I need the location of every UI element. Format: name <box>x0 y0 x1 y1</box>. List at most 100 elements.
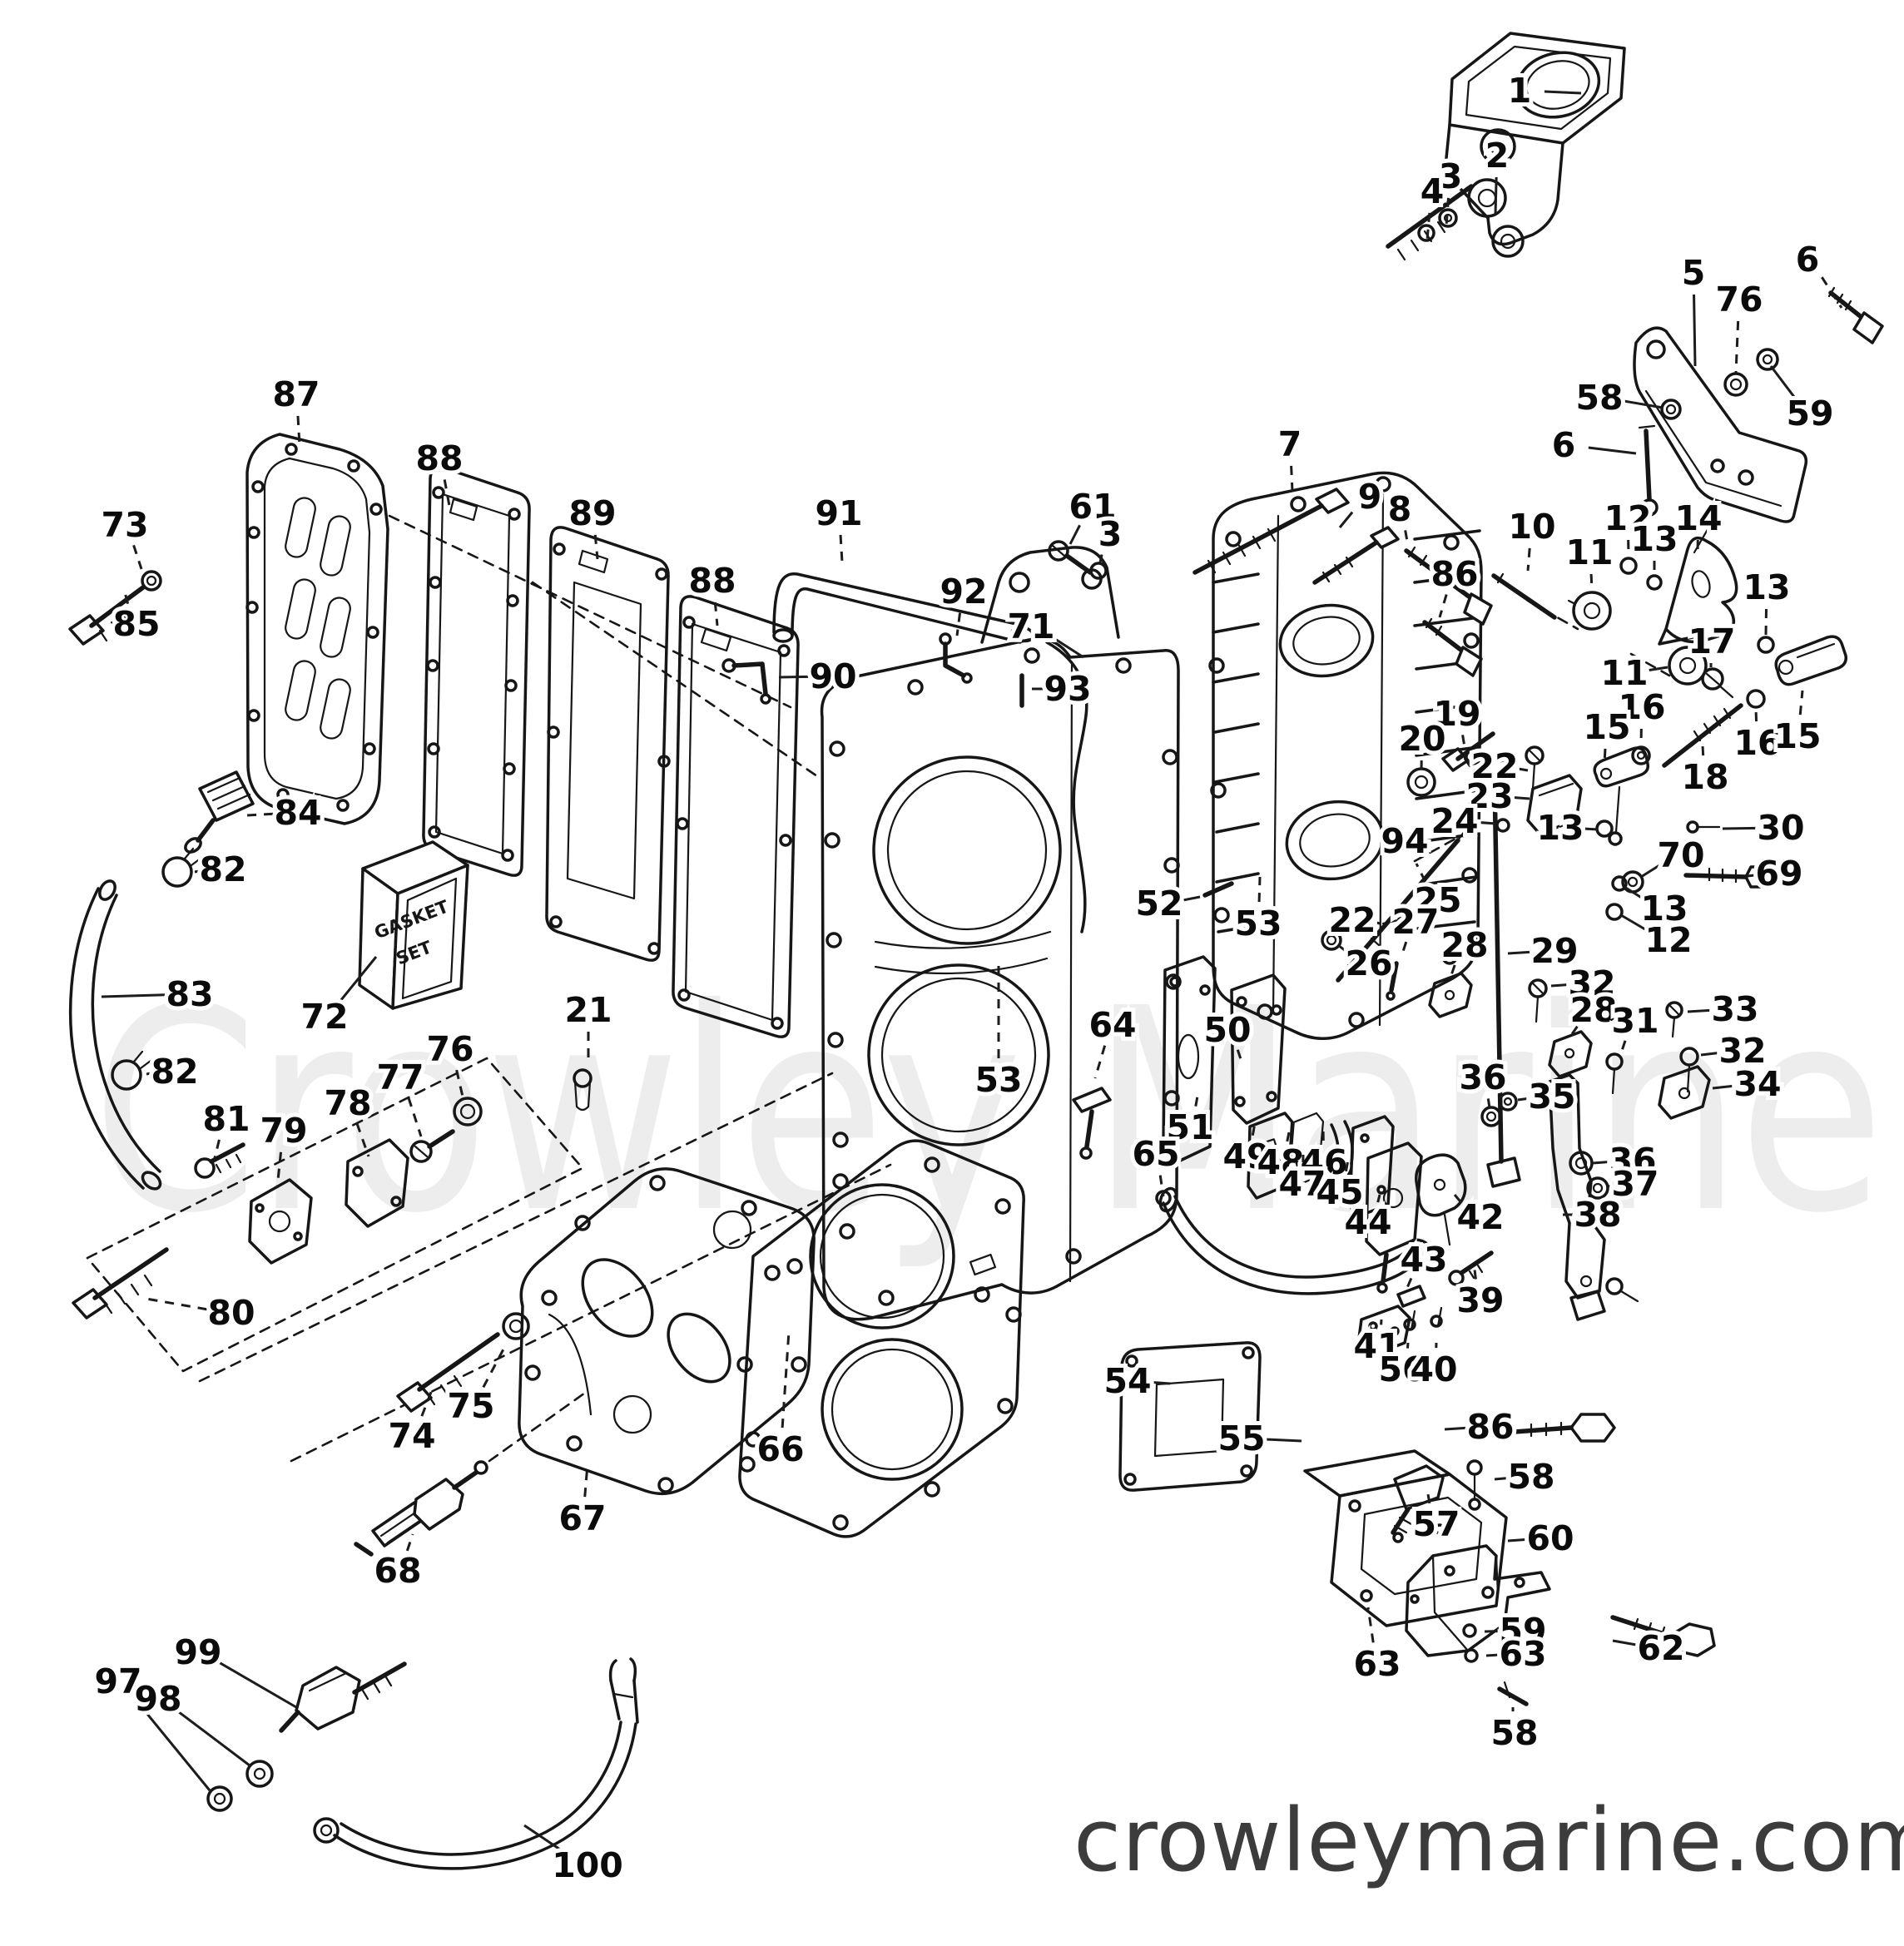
leader-line-74 <box>420 1387 434 1417</box>
part-label-44: 44 <box>1344 1202 1391 1242</box>
leader-line-59 <box>1769 365 1796 398</box>
leader-line-19 <box>1461 735 1466 748</box>
part-bypass-cover-87 <box>245 433 389 825</box>
part-plate-89 <box>545 526 671 962</box>
part-label-7: 7 <box>1278 424 1302 464</box>
part-clamp-82-lower <box>111 1050 152 1091</box>
part-gasket-78 <box>345 1138 409 1228</box>
part-label-46: 46 <box>1300 1142 1347 1182</box>
part-label-3: 3 <box>1098 514 1123 554</box>
leader-line-63 <box>1366 1607 1375 1643</box>
part-screw-32-third <box>1605 1277 1639 1303</box>
part-clamp-28-upper <box>1428 972 1473 1018</box>
leader-line-83 <box>101 993 166 998</box>
part-label-72: 72 <box>300 997 348 1037</box>
leader-line-54 <box>1152 1381 1171 1385</box>
leader-line-3 <box>1098 554 1103 563</box>
part-bushing-20 <box>1406 767 1436 797</box>
part-label-83: 83 <box>166 974 213 1014</box>
leader-line-58 <box>1624 399 1664 409</box>
part-label-51: 51 <box>1166 1107 1213 1147</box>
part-bolt-8 <box>1404 546 1493 626</box>
part-bolt-62 <box>1610 1615 1716 1657</box>
part-label-4: 4 <box>1421 171 1445 211</box>
part-fitting-92 <box>939 632 973 684</box>
part-ball-13-low <box>1611 875 1628 892</box>
part-ball-13-mid <box>1595 819 1614 838</box>
leader-line-98 <box>177 1711 250 1767</box>
leader-line-72 <box>340 956 378 1002</box>
part-gasket-set-box-72 <box>358 840 469 1010</box>
leader-line-57 <box>1426 1493 1431 1504</box>
part-label-15: 15 <box>1583 707 1630 747</box>
part-label-31: 31 <box>1611 1001 1659 1041</box>
part-reed-block-55 <box>1303 1449 1508 1627</box>
leader-line-91 <box>839 534 844 563</box>
part-label-82: 82 <box>151 1052 198 1092</box>
leader-line-15 <box>1603 748 1607 765</box>
part-label-48: 48 <box>1257 1142 1304 1182</box>
part-washer-36-upper <box>1480 1106 1502 1127</box>
part-label-3: 3 <box>1439 156 1463 196</box>
part-nut-63-lower <box>1464 1648 1479 1663</box>
part-label-91: 91 <box>815 493 862 533</box>
part-label-63: 63 <box>1499 1634 1546 1674</box>
part-label-12: 12 <box>1644 920 1692 960</box>
part-nut-63-left <box>1360 1589 1373 1602</box>
part-screw-22-upper <box>1525 745 1545 790</box>
part-screw-56 <box>1403 1310 1416 1331</box>
part-plug-81 <box>194 1142 245 1179</box>
part-label-89: 89 <box>568 493 616 533</box>
part-roller-11-upper <box>1567 591 1612 631</box>
part-label-13: 13 <box>1630 519 1678 559</box>
part-ball-24 <box>1495 818 1510 833</box>
part-hose-91 <box>772 572 1035 644</box>
part-label-59: 59 <box>1786 394 1833 433</box>
part-pin-27 <box>1386 961 1399 1001</box>
leader-line-51 <box>1194 1091 1200 1107</box>
part-label-77: 77 <box>376 1057 424 1097</box>
part-screw-31 <box>1605 1052 1624 1095</box>
part-label-71: 71 <box>1007 607 1054 646</box>
leader-line-34 <box>1712 1084 1733 1090</box>
part-label-13: 13 <box>1536 808 1584 848</box>
part-label-40: 40 <box>1410 1349 1457 1389</box>
part-bolt-86-lower <box>1500 1413 1616 1443</box>
part-grommet-43 <box>1396 1285 1426 1308</box>
leader-line-27 <box>1400 941 1408 958</box>
leader-line-67 <box>583 1463 589 1498</box>
leader-line-87 <box>296 415 301 446</box>
part-label-86: 86 <box>1466 1407 1514 1447</box>
part-label-20: 20 <box>1398 719 1445 759</box>
part-spark-plug-68 <box>354 1389 589 1557</box>
part-bracket-41 <box>1356 1305 1411 1358</box>
part-label-1: 1 <box>1508 71 1532 111</box>
part-label-14: 14 <box>1674 498 1722 538</box>
leader-line-61 <box>1069 524 1081 545</box>
leader-line-62 <box>1612 1639 1637 1646</box>
part-label-97: 97 <box>94 1661 141 1701</box>
part-gasket-48 <box>1287 1112 1325 1188</box>
leader-line-88 <box>443 479 451 507</box>
part-label-5: 5 <box>1682 253 1706 293</box>
part-label-9: 9 <box>1358 477 1382 517</box>
part-rod-end-15-left <box>1593 746 1650 846</box>
leader-line-80 <box>141 1296 207 1311</box>
part-label-63: 63 <box>1353 1644 1401 1684</box>
part-pin-58-bottom <box>1497 1681 1529 1706</box>
leader-line-49 <box>1251 1122 1257 1136</box>
leader-line-69 <box>1747 874 1755 878</box>
leader-line-16 <box>1754 708 1758 722</box>
part-detent-22-lower <box>1381 914 1409 925</box>
part-bolt-74 <box>396 1332 500 1413</box>
part-label-11: 11 <box>1565 532 1613 572</box>
part-label-28: 28 <box>1440 925 1488 965</box>
exploded-plane-dashes <box>86 1057 892 1463</box>
assembly-dash-lines <box>388 514 1671 863</box>
part-ball-16-right <box>1746 689 1766 709</box>
leader-line-44 <box>1376 1194 1381 1203</box>
leader-line-86 <box>1438 594 1448 618</box>
part-bolt-69 <box>1683 865 1773 889</box>
